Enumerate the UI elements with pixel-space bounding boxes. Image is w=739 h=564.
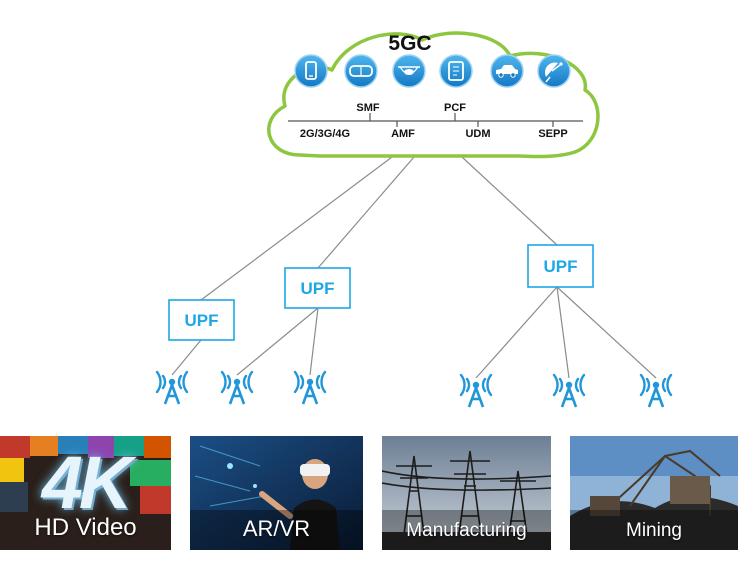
drone-icon xyxy=(392,54,426,88)
tablet-icon xyxy=(439,54,473,88)
hd-video-badge: 4K xyxy=(41,441,133,524)
mining-label-bar xyxy=(570,510,738,550)
scenario-hd-video: 4K HD Video xyxy=(0,436,171,550)
scenario-ar-vr: AR/VR xyxy=(190,436,363,550)
upf-label-3: UPF xyxy=(544,257,578,276)
upf-label-1: UPF xyxy=(185,311,219,330)
link-upf3-antenna-4 xyxy=(475,286,558,379)
ar-vr-image xyxy=(190,436,363,550)
link-amf-upf-2 xyxy=(317,156,415,269)
upf-box-3: UPF xyxy=(527,244,594,288)
nf-smf: SMF xyxy=(356,102,380,114)
scenario-label-ar-vr: AR/VR xyxy=(242,516,311,541)
scenario-label-hd-video: HD Video xyxy=(34,514,137,541)
ar-vr-label-bar xyxy=(190,510,363,550)
nf-pcf: PCF xyxy=(444,102,466,114)
nf-legacy: 2G/3G/4G xyxy=(300,128,350,140)
scenario-mining: Mining xyxy=(570,436,738,550)
mining-image xyxy=(570,436,738,550)
link-amf-upf-1 xyxy=(200,156,393,301)
antenna-icon xyxy=(459,373,493,408)
upf-label-2: UPF xyxy=(301,279,335,298)
antenna-icon xyxy=(552,373,586,408)
core-title: 5GC xyxy=(388,32,431,55)
link-upf3-antenna-5 xyxy=(556,286,570,379)
upf-box-2: UPF xyxy=(284,267,351,309)
base-station-antennas xyxy=(155,370,673,408)
scenario-label-mining: Mining xyxy=(626,520,682,541)
nf-sepp: SEPP xyxy=(538,128,567,140)
vr-headset-icon xyxy=(344,54,378,88)
antenna-icon xyxy=(639,373,673,408)
satellite-dish-icon xyxy=(537,54,571,88)
manufacturing-label-bar xyxy=(382,510,551,550)
core-cloud: 5GC xyxy=(267,31,600,159)
link-upf2-antenna-3 xyxy=(309,307,319,376)
hd-video-image xyxy=(0,436,171,550)
antenna-icon xyxy=(155,370,189,405)
nf-amf: AMF xyxy=(391,128,415,140)
antenna-icon xyxy=(220,370,254,405)
antenna-icon xyxy=(293,370,327,405)
scenario-manufacturing: Manufacturing xyxy=(382,436,551,550)
connection-lines xyxy=(171,156,657,379)
link-core-upf-3 xyxy=(461,156,558,246)
manufacturing-image xyxy=(382,436,551,550)
link-upf2-antenna-2 xyxy=(236,307,319,376)
link-upf3-antenna-6 xyxy=(556,286,657,379)
nf-udm: UDM xyxy=(465,128,490,140)
smartphone-icon xyxy=(294,54,328,88)
car-icon xyxy=(490,54,524,88)
link-upf1-antenna-1 xyxy=(171,339,202,376)
scenario-label-manufacturing: Manufacturing xyxy=(406,520,527,541)
upf-box-1: UPF xyxy=(168,299,235,341)
